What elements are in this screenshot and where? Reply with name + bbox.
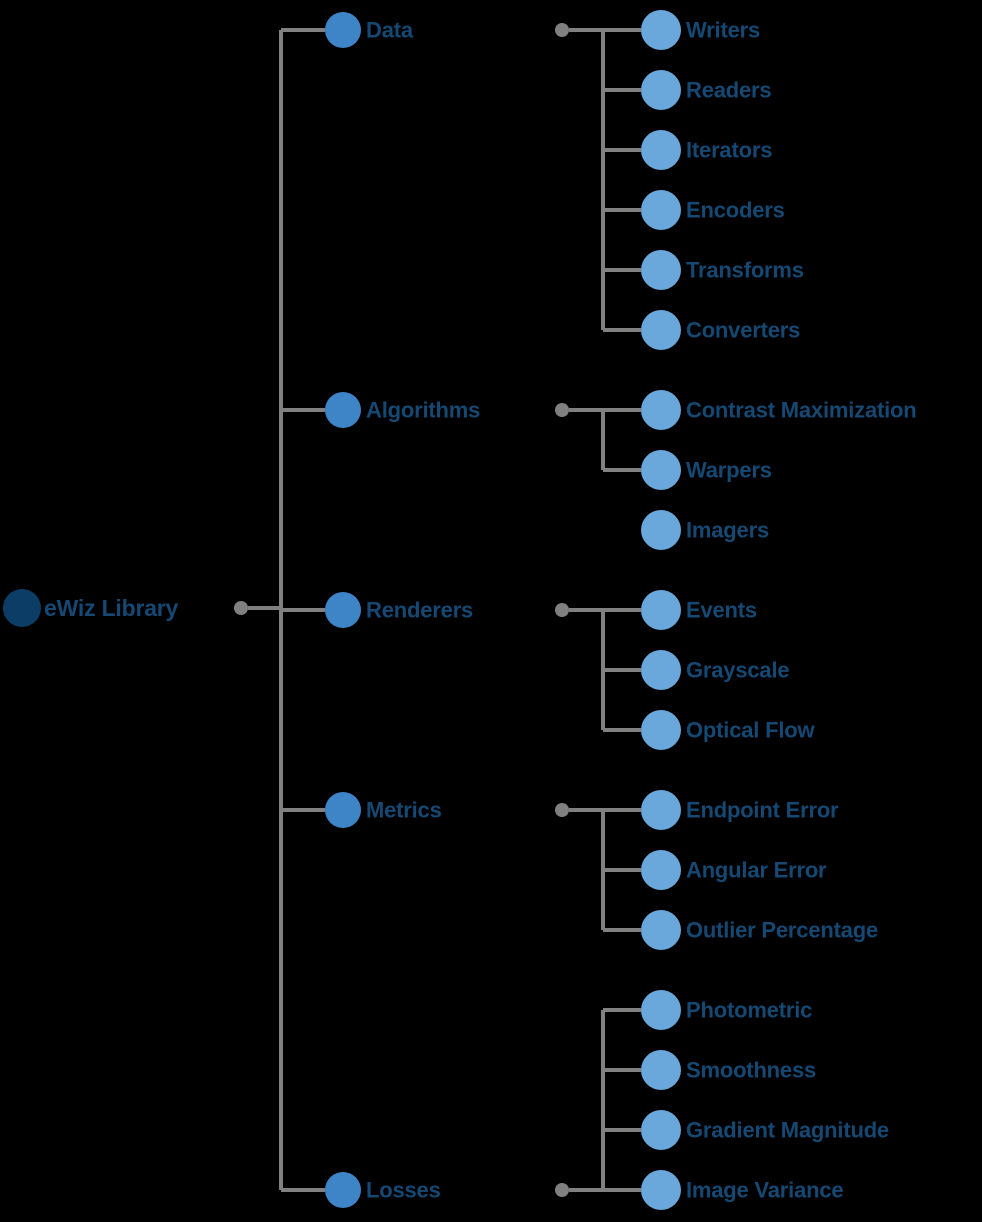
- branch-node-renderers[interactable]: [325, 592, 361, 628]
- branch-node-data[interactable]: [325, 12, 361, 48]
- connector-dot-metrics: [555, 803, 569, 817]
- leaf-node-imagers[interactable]: [641, 510, 681, 550]
- leaf-label-transforms: Transforms: [686, 258, 804, 283]
- leaf-label-outlier-percentage: Outlier Percentage: [686, 918, 878, 943]
- leaf-label-contrast-maximization: Contrast Maximization: [686, 398, 917, 423]
- leaf-node-grayscale[interactable]: [641, 650, 681, 690]
- leaf-label-smoothness: Smoothness: [686, 1058, 816, 1083]
- leaf-node-smoothness[interactable]: [641, 1050, 681, 1090]
- leaf-node-transforms[interactable]: [641, 250, 681, 290]
- connector-dot-algorithms: [555, 403, 569, 417]
- leaf-label-photometric: Photometric: [686, 998, 812, 1023]
- connector-dot-losses: [555, 1183, 569, 1197]
- leaf-label-imagers: Imagers: [686, 518, 769, 543]
- leaf-node-angular-error[interactable]: [641, 850, 681, 890]
- leaf-node-outlier-percentage[interactable]: [641, 910, 681, 950]
- connector-dot-data: [555, 23, 569, 37]
- leaf-label-writers: Writers: [686, 18, 760, 43]
- leaf-node-image-variance[interactable]: [641, 1170, 681, 1210]
- leaf-node-contrast-maximization[interactable]: [641, 390, 681, 430]
- leaf-label-readers: Readers: [686, 78, 771, 103]
- leaf-node-optical-flow[interactable]: [641, 710, 681, 750]
- leaf-label-angular-error: Angular Error: [686, 858, 827, 883]
- branch-label-renderers: Renderers: [366, 598, 473, 623]
- branch-label-metrics: Metrics: [366, 798, 442, 823]
- leaf-label-endpoint-error: Endpoint Error: [686, 798, 839, 823]
- leaf-node-photometric[interactable]: [641, 990, 681, 1030]
- root-connector-dot: [234, 601, 248, 615]
- leaf-node-endpoint-error[interactable]: [641, 790, 681, 830]
- leaf-label-encoders: Encoders: [686, 198, 785, 223]
- leaf-node-writers[interactable]: [641, 10, 681, 50]
- leaf-node-converters[interactable]: [641, 310, 681, 350]
- nodes-layer: eWiz Library Data WritersReadersIteratorsE…: [3, 10, 917, 1210]
- branch-label-algorithms: Algorithms: [366, 398, 480, 423]
- leaf-node-readers[interactable]: [641, 70, 681, 110]
- branch-node-algorithms[interactable]: [325, 392, 361, 428]
- branch-label-data: Data: [366, 18, 414, 43]
- leaf-label-image-variance: Image Variance: [686, 1178, 843, 1203]
- edges-layer: [248, 28, 641, 1192]
- leaf-node-encoders[interactable]: [641, 190, 681, 230]
- root-node-label: eWiz Library: [44, 595, 179, 621]
- root-node-circle[interactable]: [3, 589, 41, 627]
- connector-dot-renderers: [555, 603, 569, 617]
- leaf-node-iterators[interactable]: [641, 130, 681, 170]
- branch-node-losses[interactable]: [325, 1172, 361, 1208]
- leaf-node-warpers[interactable]: [641, 450, 681, 490]
- branch-label-losses: Losses: [366, 1178, 441, 1203]
- leaf-label-warpers: Warpers: [686, 458, 772, 483]
- leaf-node-gradient-magnitude[interactable]: [641, 1110, 681, 1150]
- leaf-label-gradient-magnitude: Gradient Magnitude: [686, 1118, 889, 1143]
- leaf-node-events[interactable]: [641, 590, 681, 630]
- leaf-label-iterators: Iterators: [686, 138, 772, 163]
- branch-node-metrics[interactable]: [325, 792, 361, 828]
- leaf-label-grayscale: Grayscale: [686, 658, 789, 683]
- leaf-label-events: Events: [686, 598, 757, 623]
- leaf-label-converters: Converters: [686, 318, 800, 343]
- leaf-label-optical-flow: Optical Flow: [686, 718, 815, 743]
